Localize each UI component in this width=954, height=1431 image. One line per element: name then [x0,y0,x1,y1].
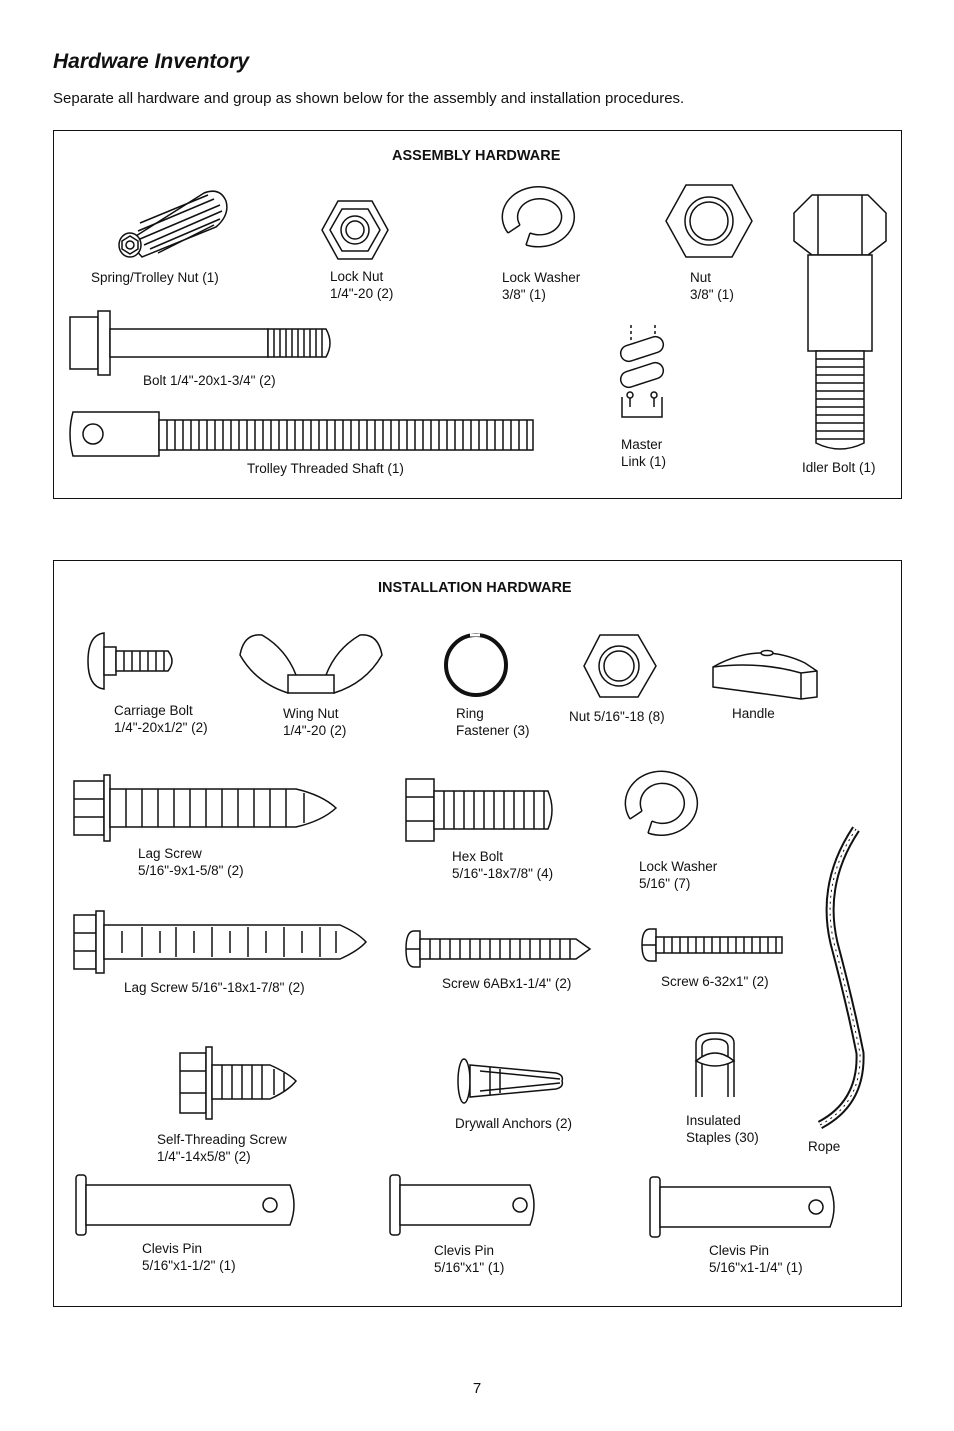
page-title: Hardware Inventory [53,50,250,73]
lag-screw-icon [72,773,340,843]
page-number: 7 [472,1380,482,1397]
spring-trolley-nut-label: Spring/Trolley Nut (1) [91,270,219,285]
hex-bolt-icon [404,777,560,843]
ring-fastener-icon [440,629,512,701]
lock-washer-icon [500,185,582,251]
rope-icon [810,823,870,1133]
lock-washer-icon [622,769,704,839]
screw-6-32-label: Screw 6-32x1" (2) [661,974,769,989]
drywall-anchors-label: Drywall Anchors (2) [455,1116,573,1131]
intro-text: Separate all hardware and group as shown… [53,90,685,107]
carriage-bolt-icon [86,631,178,691]
clevis-pin-icon [646,1175,840,1239]
clevis-pin-icon [386,1173,540,1237]
idler-bolt-icon [790,193,890,455]
screw-icon [640,925,786,965]
handle-label: Handle [732,706,775,721]
lag-screw-icon [72,909,368,975]
rope-label: Rope [808,1139,841,1154]
lag-screw-2-label: Lag Screw 5/16"-18x1-7/8" (2) [124,980,305,995]
nut-5-16-label: Nut 5/16"-18 (8) [569,709,665,724]
installation-heading: INSTALLATION HARDWARE [378,580,572,596]
screw-6ab-label: Screw 6ABx1-1/4" (2) [442,976,572,991]
hex-nut-icon [664,183,754,261]
hex-nut-icon [582,633,658,699]
handle-icon [709,643,821,703]
trolley-shaft-label: Trolley Threaded Shaft (1) [247,461,404,476]
assembly-heading: ASSEMBLY HARDWARE [392,148,561,164]
insulated-staple-icon [690,1031,740,1097]
wing-nut-icon [238,631,384,697]
idler-bolt-label: Idler Bolt (1) [802,460,876,475]
self-threading-screw-icon [178,1045,300,1121]
screw-icon [404,927,592,971]
drywall-anchor-icon [456,1055,566,1107]
lock-nut-icon [320,199,390,261]
threaded-shaft-icon [71,410,537,460]
bolt-icon [68,309,336,377]
clevis-pin-icon [70,1173,300,1237]
bolt-label: Bolt 1/4"-20x1-3/4" (2) [143,373,276,388]
spring-trolley-nut-icon [116,183,232,263]
assembly-hardware-panel: ASSEMBLY HARDWARE Spring/Trolley Nut (1)… [53,130,902,499]
master-link-icon [616,323,666,427]
